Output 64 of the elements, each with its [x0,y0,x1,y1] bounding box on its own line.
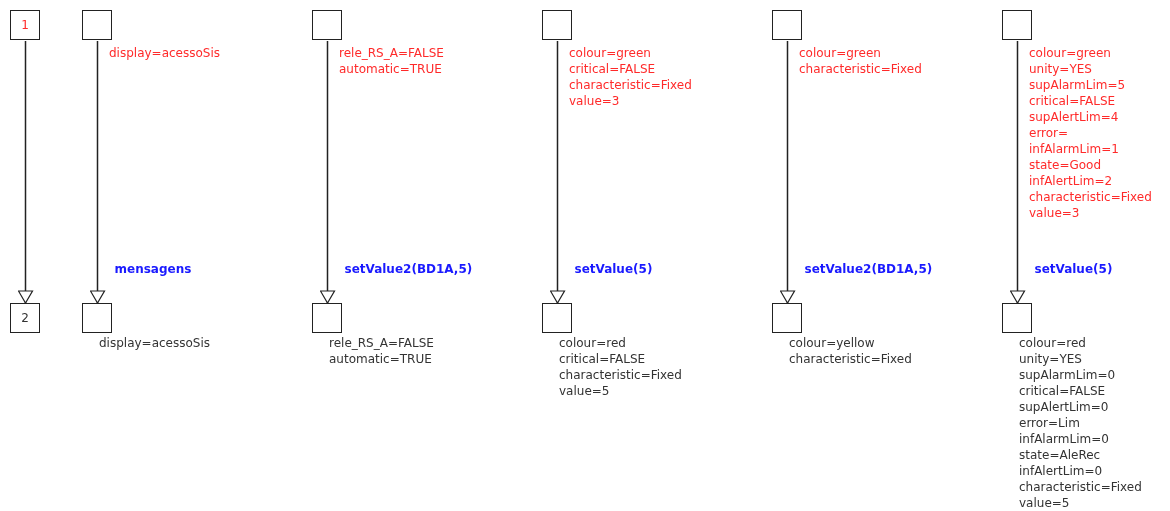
attribute-text: infAlarmLim=0 [1019,431,1110,447]
attribute-text: characteristic=Fixed [569,77,692,93]
numbered-box [10,303,40,333]
attribute-text: colour=red [559,335,627,351]
attribute-text: supAlarmLim=5 [1029,77,1127,93]
attribute-text: characteristic=Fixed [789,351,912,367]
box-number: 2 [21,311,29,325]
arrow [17,40,34,304]
attribute-text: value=3 [569,93,621,109]
attribute-text: unity=YES [1029,61,1093,77]
lifeline-box [772,10,802,40]
attribute-text: display=acessoSis [99,335,211,351]
attribute-text: unity=YES [1019,351,1083,367]
attribute-text: automatic=TRUE [339,61,443,77]
arrow [319,40,336,304]
attribute-text: colour=yellow [789,335,876,351]
lifeline-box [82,303,112,333]
attribute-text: display=acessoSis [109,45,221,61]
attribute-text: characteristic=Fixed [559,367,682,383]
attribute-text: infAlarmLim=1 [1029,141,1120,157]
lifeline-box [772,303,802,333]
attribute-text: critical=FALSE [559,351,647,367]
attribute-text: supAlarmLim=0 [1019,367,1117,383]
attribute-text: value=3 [1029,205,1081,221]
attribute-text: characteristic=Fixed [1019,479,1142,495]
attribute-text: colour=red [1019,335,1087,351]
attribute-text: infAlertLim=0 [1019,463,1104,479]
edge-label: setValue2(BD1A,5) [804,262,933,276]
edge-label: setValue2(BD1A,5) [344,262,473,276]
attribute-text: automatic=TRUE [329,351,433,367]
attribute-text: critical=FALSE [1029,93,1117,109]
attribute-text: supAlertLim=0 [1019,399,1110,415]
attribute-text: error=Lim [1019,415,1081,431]
lifeline-box [542,303,572,333]
lifeline-box [1002,10,1032,40]
lifeline-box [542,10,572,40]
attribute-text: infAlertLim=2 [1029,173,1114,189]
attribute-text: value=5 [559,383,611,399]
lifeline-box [1002,303,1032,333]
lifeline-box [312,10,342,40]
numbered-box [10,10,40,40]
arrow [89,40,106,304]
attribute-text: state=AleRec [1019,447,1102,463]
attribute-text: supAlertLim=4 [1029,109,1120,125]
attribute-text: critical=FALSE [569,61,657,77]
attribute-text: state=Good [1029,157,1103,173]
edge-label: setValue(5) [1034,262,1113,276]
attribute-text: critical=FALSE [1019,383,1107,399]
arrow [1009,40,1026,304]
attribute-text: characteristic=Fixed [799,61,922,77]
attribute-text: value=5 [1019,495,1071,511]
lifeline-box [82,10,112,40]
attribute-text: colour=green [569,45,652,61]
box-number: 1 [21,18,29,32]
arrow [779,40,796,304]
attribute-text: colour=green [1029,45,1112,61]
arrow [549,40,566,304]
edge-label: setValue(5) [574,262,653,276]
attribute-text: error= [1029,125,1070,141]
attribute-text: characteristic=Fixed [1029,189,1152,205]
attribute-text: rele_RS_A=FALSE [329,335,434,351]
lifeline-box [312,303,342,333]
attribute-text: colour=green [799,45,882,61]
attribute-text: rele_RS_A=FALSE [339,45,444,61]
